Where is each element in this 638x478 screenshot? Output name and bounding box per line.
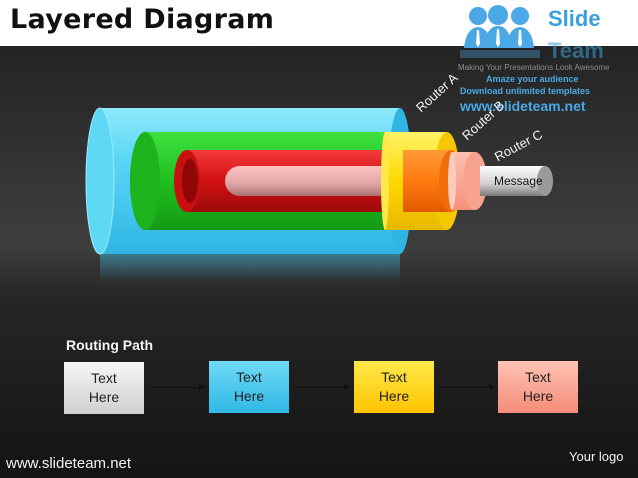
routing-arrow-2 (293, 384, 350, 390)
routing-path-title: Routing Path (66, 337, 154, 353)
routing-step-4[interactable]: Text Here (498, 361, 578, 413)
promo-line-2: Download unlimited templates (460, 86, 591, 96)
footer-url[interactable]: www.slideteam.net (6, 455, 132, 472)
brand-name-slide: Slide (548, 6, 601, 31)
routing-step-2[interactable]: Text Here (209, 361, 289, 413)
slide-title: Layered Diagram (10, 4, 275, 35)
promo-url[interactable]: www.slideteam.net (460, 98, 586, 114)
brand-name-team: Team (548, 38, 604, 63)
slideteam-people-logo-icon (460, 5, 540, 58)
your-logo-placeholder: Your logo (569, 449, 624, 464)
routing-step-3[interactable]: Text Here (354, 361, 434, 413)
routing-arrow-3 (438, 384, 495, 390)
promo-line-1: Amaze your audience (486, 74, 579, 84)
message-label: Message (494, 174, 543, 188)
message-pipe-end (480, 166, 553, 196)
brand-tagline: Making Your Presentations Look Awesome (458, 63, 610, 72)
routing-arrow-1 (148, 384, 205, 390)
routing-step-1[interactable]: Text Here (64, 362, 144, 414)
cylinder-reflection (100, 254, 400, 282)
